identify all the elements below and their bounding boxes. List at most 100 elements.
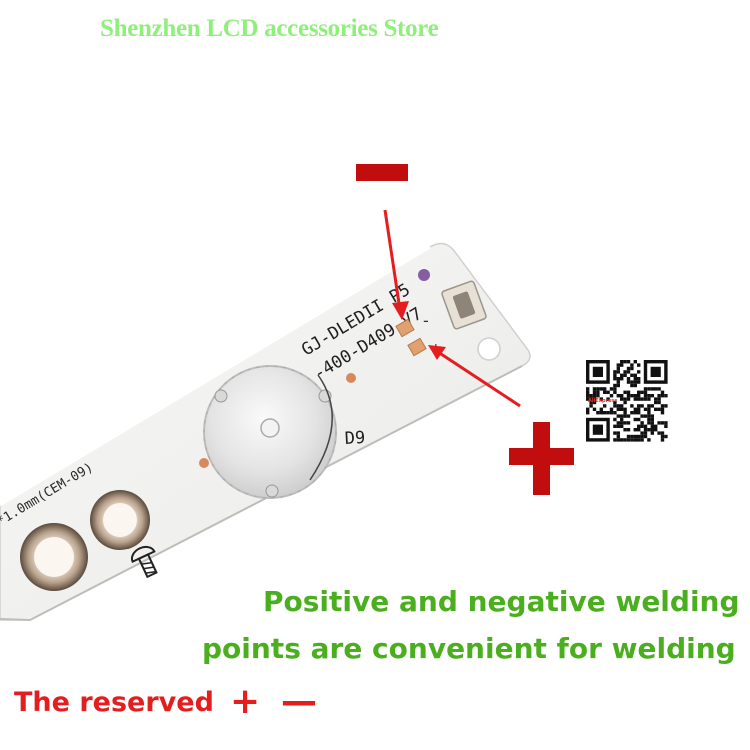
qr-module bbox=[647, 421, 651, 425]
qr-module bbox=[643, 387, 648, 391]
qr-module bbox=[630, 366, 634, 371]
qr-module bbox=[613, 390, 617, 394]
qr-module bbox=[630, 438, 634, 442]
qr-module bbox=[586, 390, 590, 394]
qr-module bbox=[626, 370, 631, 374]
qr-module bbox=[664, 424, 668, 428]
qr-module bbox=[586, 411, 590, 415]
qr-module bbox=[606, 397, 610, 401]
qr-module bbox=[647, 438, 651, 442]
qr-module bbox=[660, 394, 665, 398]
qr-module bbox=[647, 417, 651, 422]
qr-module bbox=[643, 407, 648, 411]
qr-module bbox=[620, 377, 624, 381]
qr-module bbox=[616, 431, 620, 435]
qr-module bbox=[623, 400, 627, 405]
qr-module bbox=[650, 431, 654, 435]
qr-module bbox=[637, 390, 641, 394]
board-hole-left bbox=[20, 523, 88, 591]
qr-module bbox=[633, 434, 637, 439]
qr-module bbox=[657, 431, 661, 435]
qr-module bbox=[647, 387, 651, 391]
qr-module bbox=[613, 424, 617, 428]
qr-module bbox=[589, 400, 593, 405]
qr-module bbox=[623, 397, 627, 401]
qr-module bbox=[620, 363, 624, 367]
qr-module bbox=[640, 414, 644, 418]
qr-module bbox=[599, 411, 603, 415]
qr-module bbox=[603, 411, 607, 415]
copper-dot-left bbox=[199, 458, 209, 468]
qr-module bbox=[654, 400, 658, 405]
qr-module bbox=[654, 407, 658, 411]
qr-module bbox=[616, 434, 620, 439]
qr-module bbox=[620, 394, 624, 398]
qr-module bbox=[589, 397, 593, 401]
qr-module bbox=[626, 360, 631, 364]
qr-module bbox=[626, 428, 631, 432]
qr-module bbox=[623, 414, 627, 418]
board-hole-right bbox=[90, 490, 150, 550]
qr-module bbox=[613, 417, 617, 422]
qr-module bbox=[640, 404, 644, 408]
qr-module bbox=[616, 380, 620, 384]
qr-module bbox=[637, 380, 641, 384]
qr-finder-core bbox=[592, 424, 603, 435]
qr-module bbox=[623, 407, 627, 411]
qr-module bbox=[596, 390, 600, 394]
qr-module bbox=[592, 397, 597, 401]
qr-module bbox=[620, 424, 624, 428]
qr-module bbox=[650, 428, 654, 432]
qr-module bbox=[637, 370, 641, 374]
qr-module bbox=[640, 390, 644, 394]
qr-module bbox=[650, 387, 654, 391]
qr-finder-core bbox=[650, 366, 661, 377]
qr-module bbox=[654, 428, 658, 432]
qr-module bbox=[640, 438, 644, 442]
qr-module bbox=[660, 434, 665, 439]
qr-module bbox=[647, 404, 651, 408]
mounting-hole bbox=[477, 337, 501, 361]
qr-module bbox=[637, 428, 641, 432]
qr-module bbox=[664, 421, 668, 425]
qr-module bbox=[630, 394, 634, 398]
qr-module bbox=[657, 421, 661, 425]
qr-module bbox=[630, 383, 634, 388]
qr-module bbox=[589, 404, 593, 408]
qr-module bbox=[664, 404, 668, 408]
qr-module bbox=[613, 370, 617, 374]
qr-module bbox=[613, 373, 617, 377]
qr-module bbox=[613, 383, 617, 388]
qr-module bbox=[657, 407, 661, 411]
reserved-minus-sign: — bbox=[281, 681, 317, 722]
qr-module bbox=[616, 370, 620, 374]
qr-module bbox=[630, 373, 634, 377]
pad-minus-mark: - bbox=[423, 311, 429, 330]
qr-module bbox=[606, 411, 610, 415]
qr-module bbox=[640, 434, 644, 439]
qr-module bbox=[637, 397, 641, 401]
led-label: D9 bbox=[344, 428, 366, 449]
qr-module bbox=[630, 404, 634, 408]
qr-finder-core bbox=[592, 366, 603, 377]
qr-module bbox=[637, 417, 641, 422]
qr-module bbox=[620, 404, 624, 408]
qr-module bbox=[650, 417, 654, 422]
qr-module bbox=[633, 407, 637, 411]
qr-module bbox=[633, 411, 637, 415]
qr-module bbox=[613, 387, 617, 391]
screw-icon bbox=[131, 546, 158, 579]
qr-module bbox=[616, 438, 620, 442]
qr-module bbox=[616, 383, 620, 388]
qr-module bbox=[596, 394, 600, 398]
qr-module bbox=[603, 390, 607, 394]
qr-module bbox=[592, 407, 597, 411]
qr-module bbox=[626, 434, 631, 439]
qr-module bbox=[603, 404, 607, 408]
qr-module bbox=[626, 366, 631, 371]
qr-module bbox=[613, 400, 617, 405]
qr-module bbox=[637, 424, 641, 428]
qr-module bbox=[647, 411, 651, 415]
qr-module bbox=[630, 411, 634, 415]
